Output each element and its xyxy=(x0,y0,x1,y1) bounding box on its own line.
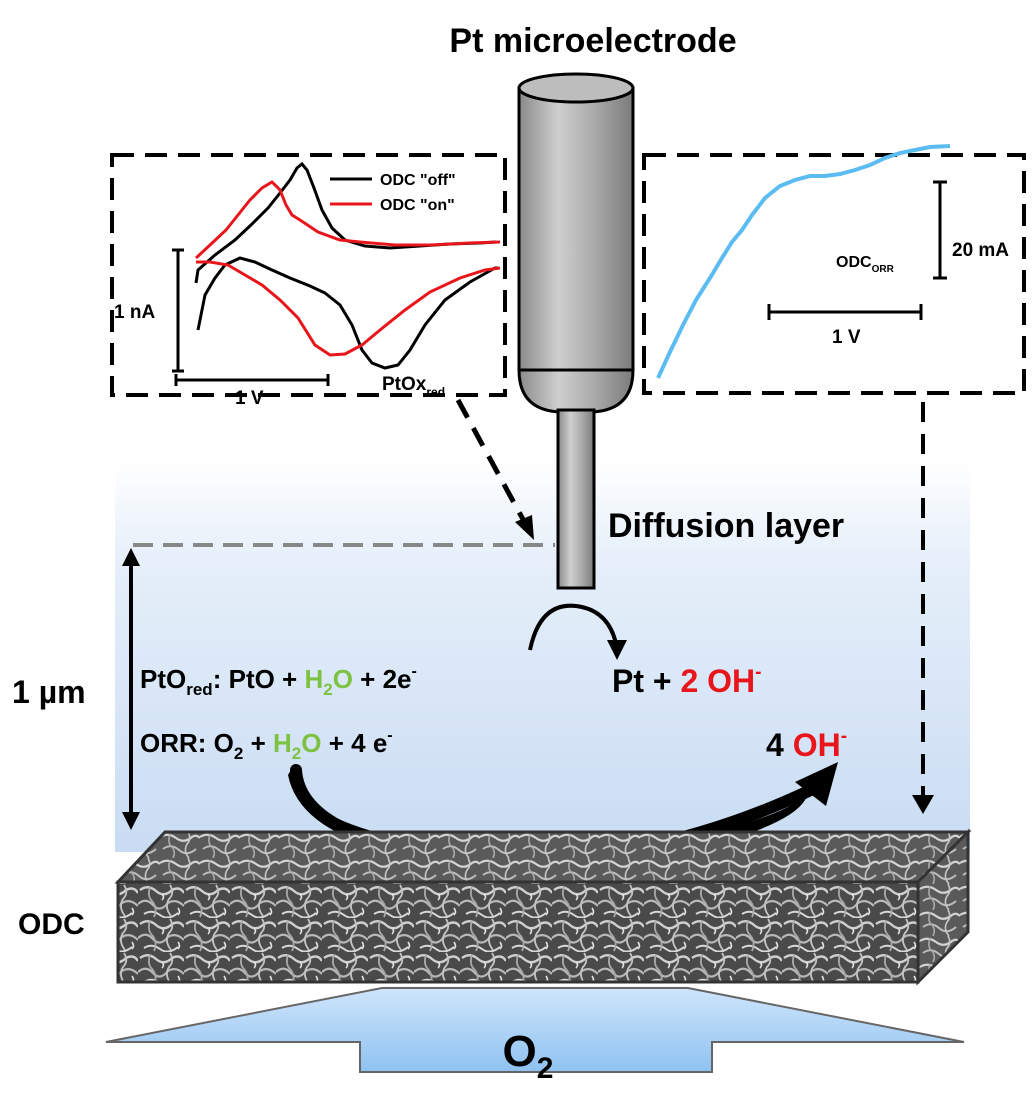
orr-voltage-scale-label: 1 V xyxy=(832,327,861,348)
o2-supply-label: O2 xyxy=(503,1027,554,1085)
distance-label: 1 µm xyxy=(12,674,86,710)
electrode-tip xyxy=(556,408,596,590)
odc-slab-top xyxy=(114,830,972,884)
cv-curve-odc-on xyxy=(194,180,501,357)
orr-curve-label: ODCORR xyxy=(836,254,895,275)
o2-supply-arrow xyxy=(105,987,965,1073)
electrode-body xyxy=(517,86,635,414)
leader-arrow-right-head xyxy=(912,795,934,814)
odc-slab xyxy=(114,828,972,986)
legend-label-on: ODC "on" xyxy=(380,197,455,214)
leader-arrow-left xyxy=(455,398,528,525)
tip-reaction-arrow xyxy=(528,603,619,651)
left-inset-frame xyxy=(110,153,507,397)
reaction-orr-left: ORR: O2 + H2O + 4 e- xyxy=(140,727,393,763)
right-inset-frame xyxy=(642,153,1026,395)
pt-microelectrode xyxy=(517,72,635,590)
odc-label: ODC xyxy=(18,908,85,941)
right-inset-orr: ODCORR 20 mA 1 V xyxy=(642,144,1026,395)
distance-arrow-head-bottom xyxy=(122,812,140,830)
odc-slab-front xyxy=(116,880,920,984)
cv-curve-odc-off xyxy=(194,161,498,370)
orr-curve xyxy=(656,144,951,379)
distance-arrow-head-top xyxy=(122,548,140,566)
diffusion-layer-label: Diffusion layer xyxy=(608,507,844,545)
left-inset-cv: ODC "off" ODC "on" 1 nA 1 V PtOxred xyxy=(110,153,507,409)
leader-arrow-left-head xyxy=(515,515,534,540)
voltage-scale-label: 1 V xyxy=(235,388,264,409)
reaction-orr-right: 4 OH- xyxy=(766,726,847,763)
reaction-pto-right: Pt + 2 OH- xyxy=(612,662,761,699)
tip-reaction-arrow-head xyxy=(607,640,627,660)
electrode-top-cap xyxy=(517,72,635,104)
current-scale-label: 1 nA xyxy=(114,302,155,323)
legend-label-off: ODC "off" xyxy=(380,172,456,189)
peak-label: PtOxred xyxy=(382,374,445,399)
diagram-title: Pt microelectrode xyxy=(449,22,736,60)
orr-current-scale-label: 20 mA xyxy=(952,240,1009,261)
reaction-pto-left: PtOred: PtO + H2O + 2e- xyxy=(140,663,417,699)
